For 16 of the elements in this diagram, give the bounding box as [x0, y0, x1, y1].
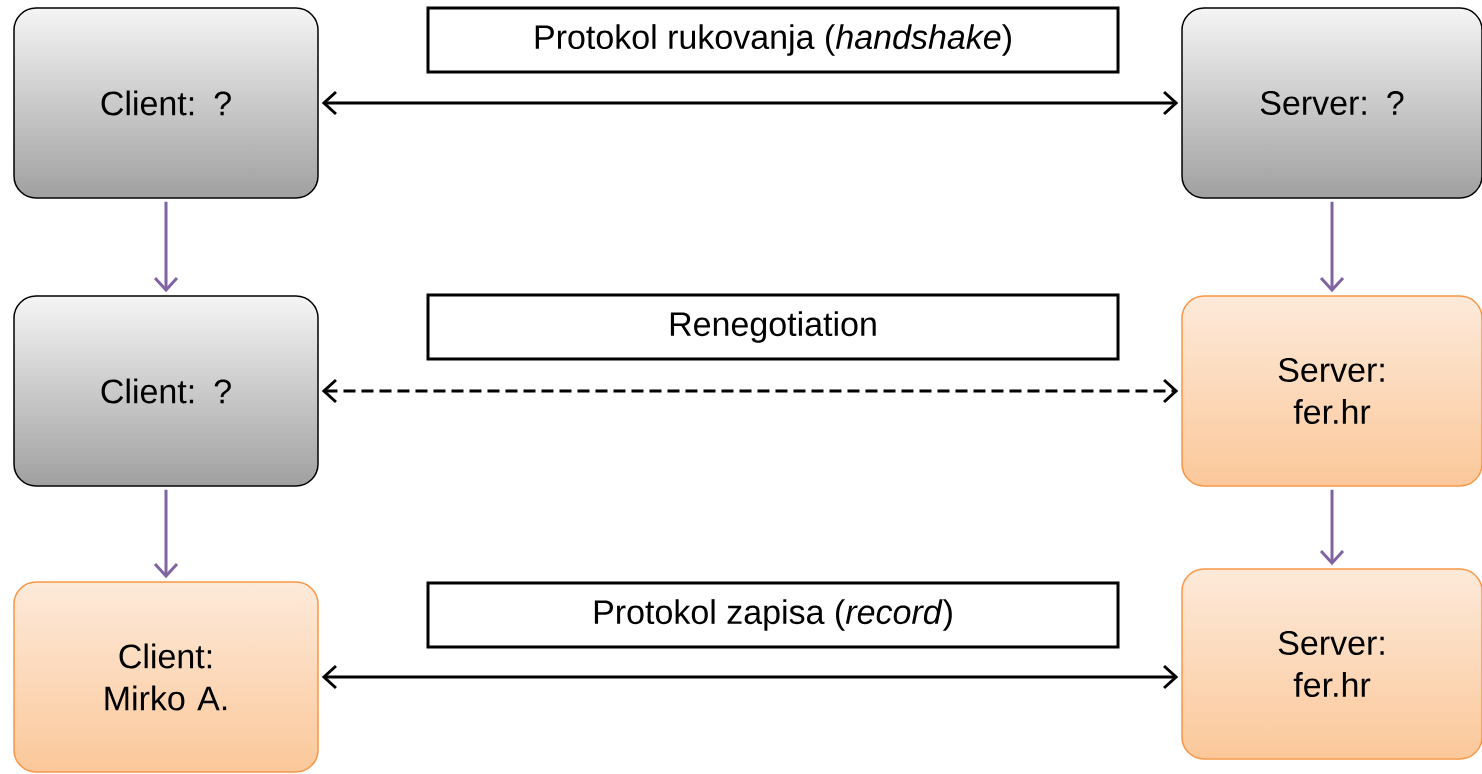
arrow	[1319, 489, 1345, 566]
arrow	[153, 201, 179, 293]
rounded-box: Client: ?	[13, 295, 319, 487]
label-box: Protokol zapisa (record)	[426, 581, 1120, 649]
label-box: Renegotiation	[426, 293, 1120, 361]
rounded-box: Client: Mirko A.	[13, 581, 319, 773]
rounded-box: Client: ?	[13, 7, 319, 199]
arrow	[1319, 201, 1345, 293]
arrow	[153, 489, 179, 579]
double-arrow	[321, 664, 1179, 690]
double-arrow	[321, 378, 1179, 404]
rounded-box: Server: fer.hr	[1181, 568, 1482, 760]
double-arrow	[321, 90, 1179, 116]
rounded-box: Server: ?	[1181, 7, 1482, 199]
label-box: Protokol rukovanja (handshake)	[426, 6, 1120, 74]
rounded-box: Server: fer.hr	[1181, 295, 1482, 487]
